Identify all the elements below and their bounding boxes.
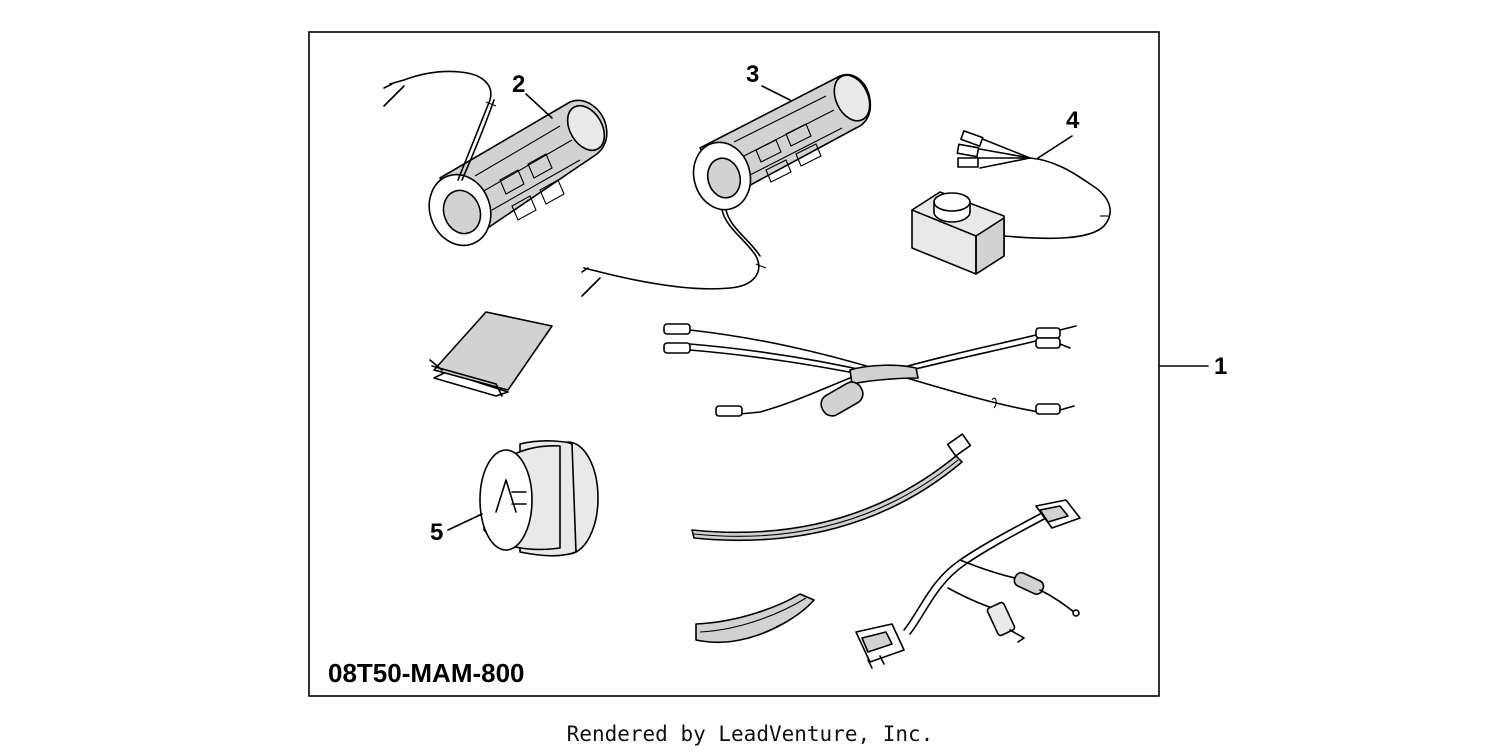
footer-credit: Rendered by LeadVenture, Inc.: [566, 722, 934, 746]
cap-illustration: [447, 440, 599, 557]
callout-4: 4: [1066, 107, 1080, 134]
callout-1: 1: [1214, 353, 1227, 380]
sub-harness-illustration: [855, 499, 1081, 669]
instruction-sheet-illustration: [429, 311, 553, 397]
wire-harness-illustration: [663, 323, 1077, 417]
diagram-frame: [308, 31, 1160, 697]
parts-diagram: 2 3 4: [308, 31, 1227, 697]
callout-5: 5: [430, 519, 443, 546]
switch-illustration: [911, 130, 1111, 275]
foam-pad-illustration: [695, 593, 815, 644]
part-number-label: 08T50-MAM-800: [328, 658, 525, 688]
right-grip-illustration: [581, 73, 872, 297]
callout-2: 2: [512, 71, 525, 98]
left-grip-illustration: [383, 70, 608, 247]
callout-3: 3: [746, 61, 759, 88]
strap-illustration: [691, 433, 972, 542]
